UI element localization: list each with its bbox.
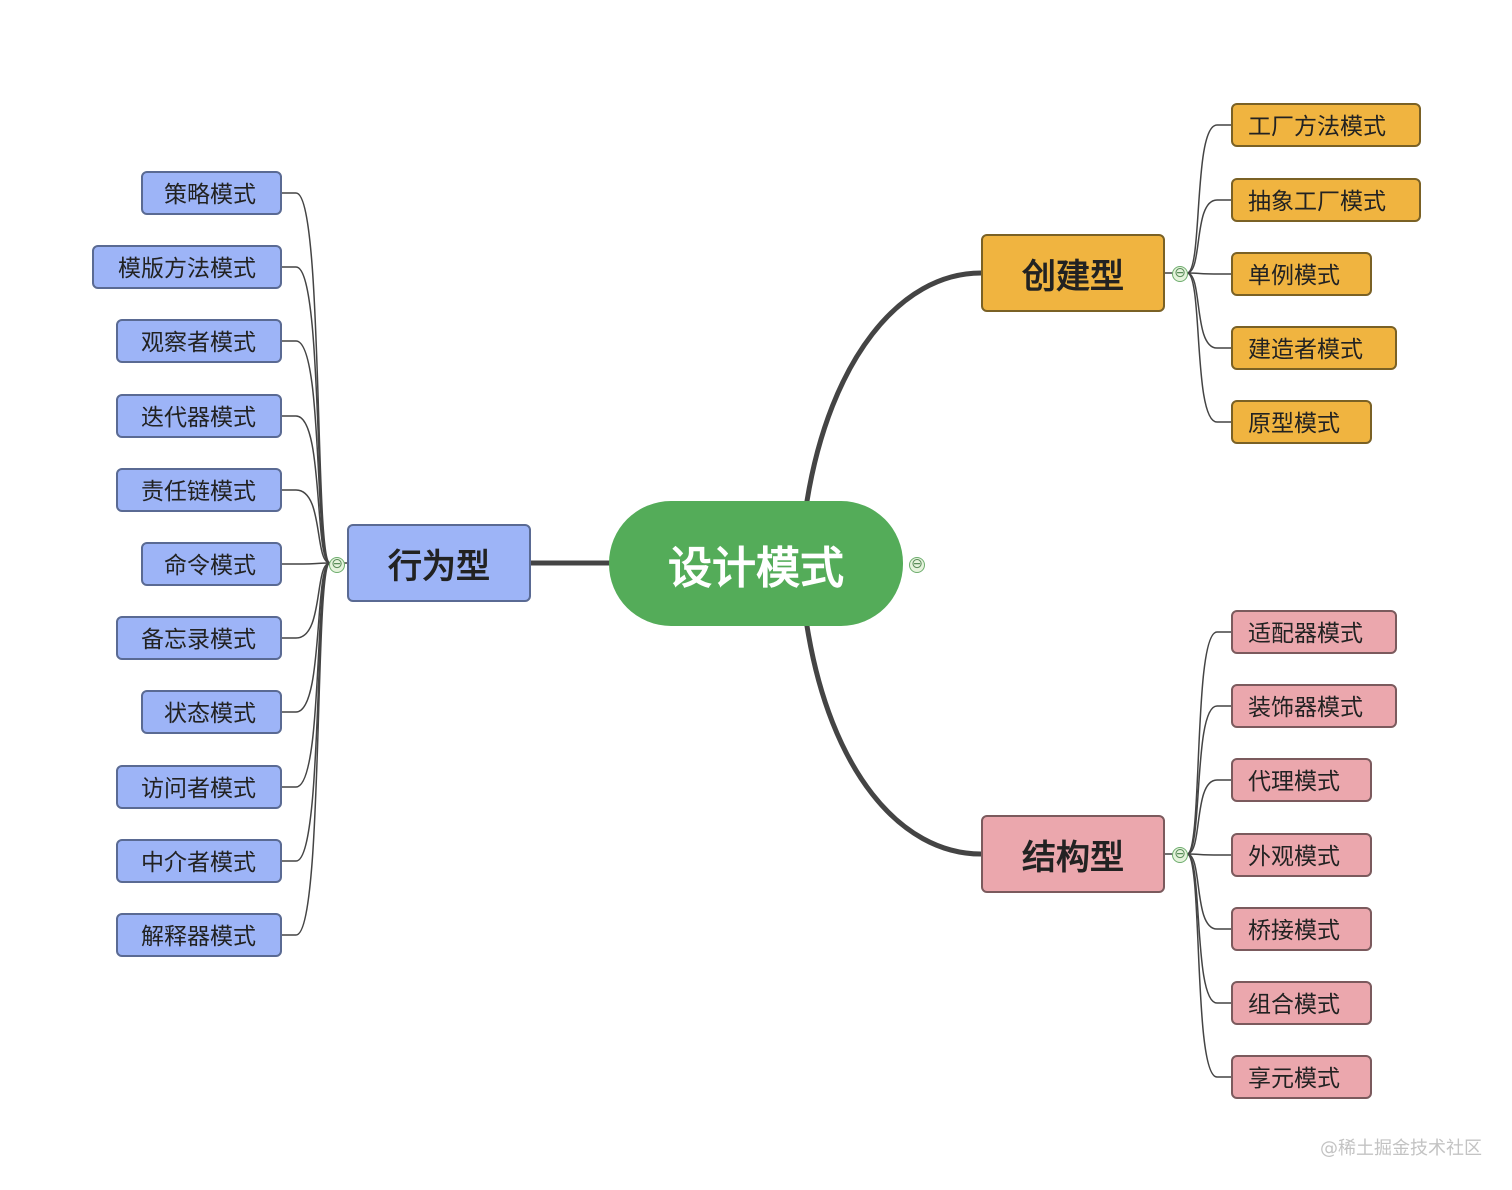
connector-structural-leaf xyxy=(1186,853,1232,1004)
connector-structural-leaf xyxy=(1186,779,1232,855)
behavioral-collapse-icon[interactable]: ⊖ xyxy=(329,557,345,573)
root-label: 设计模式 xyxy=(668,542,844,594)
leaf-creational[interactable]: 原型模式 xyxy=(1231,400,1372,444)
connector-root-creational xyxy=(804,270,984,504)
connector-behavioral-leaf xyxy=(281,562,331,565)
connector-creational-leaf xyxy=(1186,272,1232,275)
leaf-behavioral[interactable]: 备忘录模式 xyxy=(116,616,282,660)
leaf-behavioral[interactable]: 中介者模式 xyxy=(116,839,282,883)
leaf-structural[interactable]: 桥接模式 xyxy=(1231,907,1372,951)
connector-creational-leaf xyxy=(1186,199,1232,274)
connector-creational-leaf xyxy=(1186,124,1232,274)
branch-behavioral[interactable]: 行为型 xyxy=(347,524,531,602)
creational-collapse-icon[interactable]: ⊖ xyxy=(1172,266,1188,282)
branch-structural[interactable]: 结构型 xyxy=(981,815,1165,893)
connector-creational-leaf xyxy=(1186,272,1232,349)
connector-behavioral-leaf xyxy=(281,562,331,639)
branch-behavioral-label: 行为型 xyxy=(388,546,490,587)
leaf-structural[interactable]: 适配器模式 xyxy=(1231,610,1397,654)
connector-behavioral-leaf xyxy=(281,415,331,564)
connector-structural-leaf xyxy=(1186,853,1232,1078)
leaf-creational[interactable]: 建造者模式 xyxy=(1231,326,1397,370)
connector-creational-leaf xyxy=(1186,272,1232,423)
structural-collapse-icon[interactable]: ⊖ xyxy=(1172,847,1188,863)
connector-structural-leaf xyxy=(1186,631,1232,855)
leaf-structural[interactable]: 装饰器模式 xyxy=(1231,684,1397,728)
leaf-structural[interactable]: 外观模式 xyxy=(1231,833,1372,877)
leaf-creational[interactable]: 工厂方法模式 xyxy=(1231,103,1421,147)
root-collapse-icon[interactable]: ⊖ xyxy=(909,557,925,573)
leaf-creational[interactable]: 单例模式 xyxy=(1231,252,1372,296)
connector-behavioral-leaf xyxy=(281,340,331,564)
leaf-structural[interactable]: 组合模式 xyxy=(1231,981,1372,1025)
leaf-behavioral[interactable]: 责任链模式 xyxy=(116,468,282,512)
leaf-structural[interactable]: 代理模式 xyxy=(1231,758,1372,802)
connector-behavioral-leaf xyxy=(281,562,331,936)
connector-structural-leaf xyxy=(1186,705,1232,855)
connector-structural-leaf xyxy=(1186,853,1232,856)
leaf-behavioral[interactable]: 状态模式 xyxy=(141,690,282,734)
leaf-behavioral[interactable]: 观察者模式 xyxy=(116,319,282,363)
connector-behavioral-leaf xyxy=(281,562,331,713)
connector-behavioral-leaf xyxy=(281,266,331,564)
branch-structural-label: 结构型 xyxy=(1022,837,1124,878)
connector-behavioral-leaf xyxy=(281,192,331,564)
leaf-behavioral[interactable]: 迭代器模式 xyxy=(116,394,282,438)
branch-creational-label: 创建型 xyxy=(1022,256,1124,297)
branch-creational[interactable]: 创建型 xyxy=(981,234,1165,312)
leaf-structural[interactable]: 享元模式 xyxy=(1231,1055,1372,1099)
leaf-behavioral[interactable]: 策略模式 xyxy=(141,171,282,215)
leaf-creational[interactable]: 抽象工厂模式 xyxy=(1231,178,1421,222)
leaf-behavioral[interactable]: 命令模式 xyxy=(141,542,282,586)
connector-structural-leaf xyxy=(1186,853,1232,930)
leaf-behavioral[interactable]: 模版方法模式 xyxy=(92,245,282,289)
connector-root-structural xyxy=(804,623,984,857)
root-node[interactable]: 设计模式 xyxy=(609,501,903,626)
connector-behavioral-leaf xyxy=(281,489,331,564)
watermark: @稀土掘金技术社区 xyxy=(1320,1138,1482,1159)
leaf-behavioral[interactable]: 解释器模式 xyxy=(116,913,282,957)
leaf-behavioral[interactable]: 访问者模式 xyxy=(116,765,282,809)
